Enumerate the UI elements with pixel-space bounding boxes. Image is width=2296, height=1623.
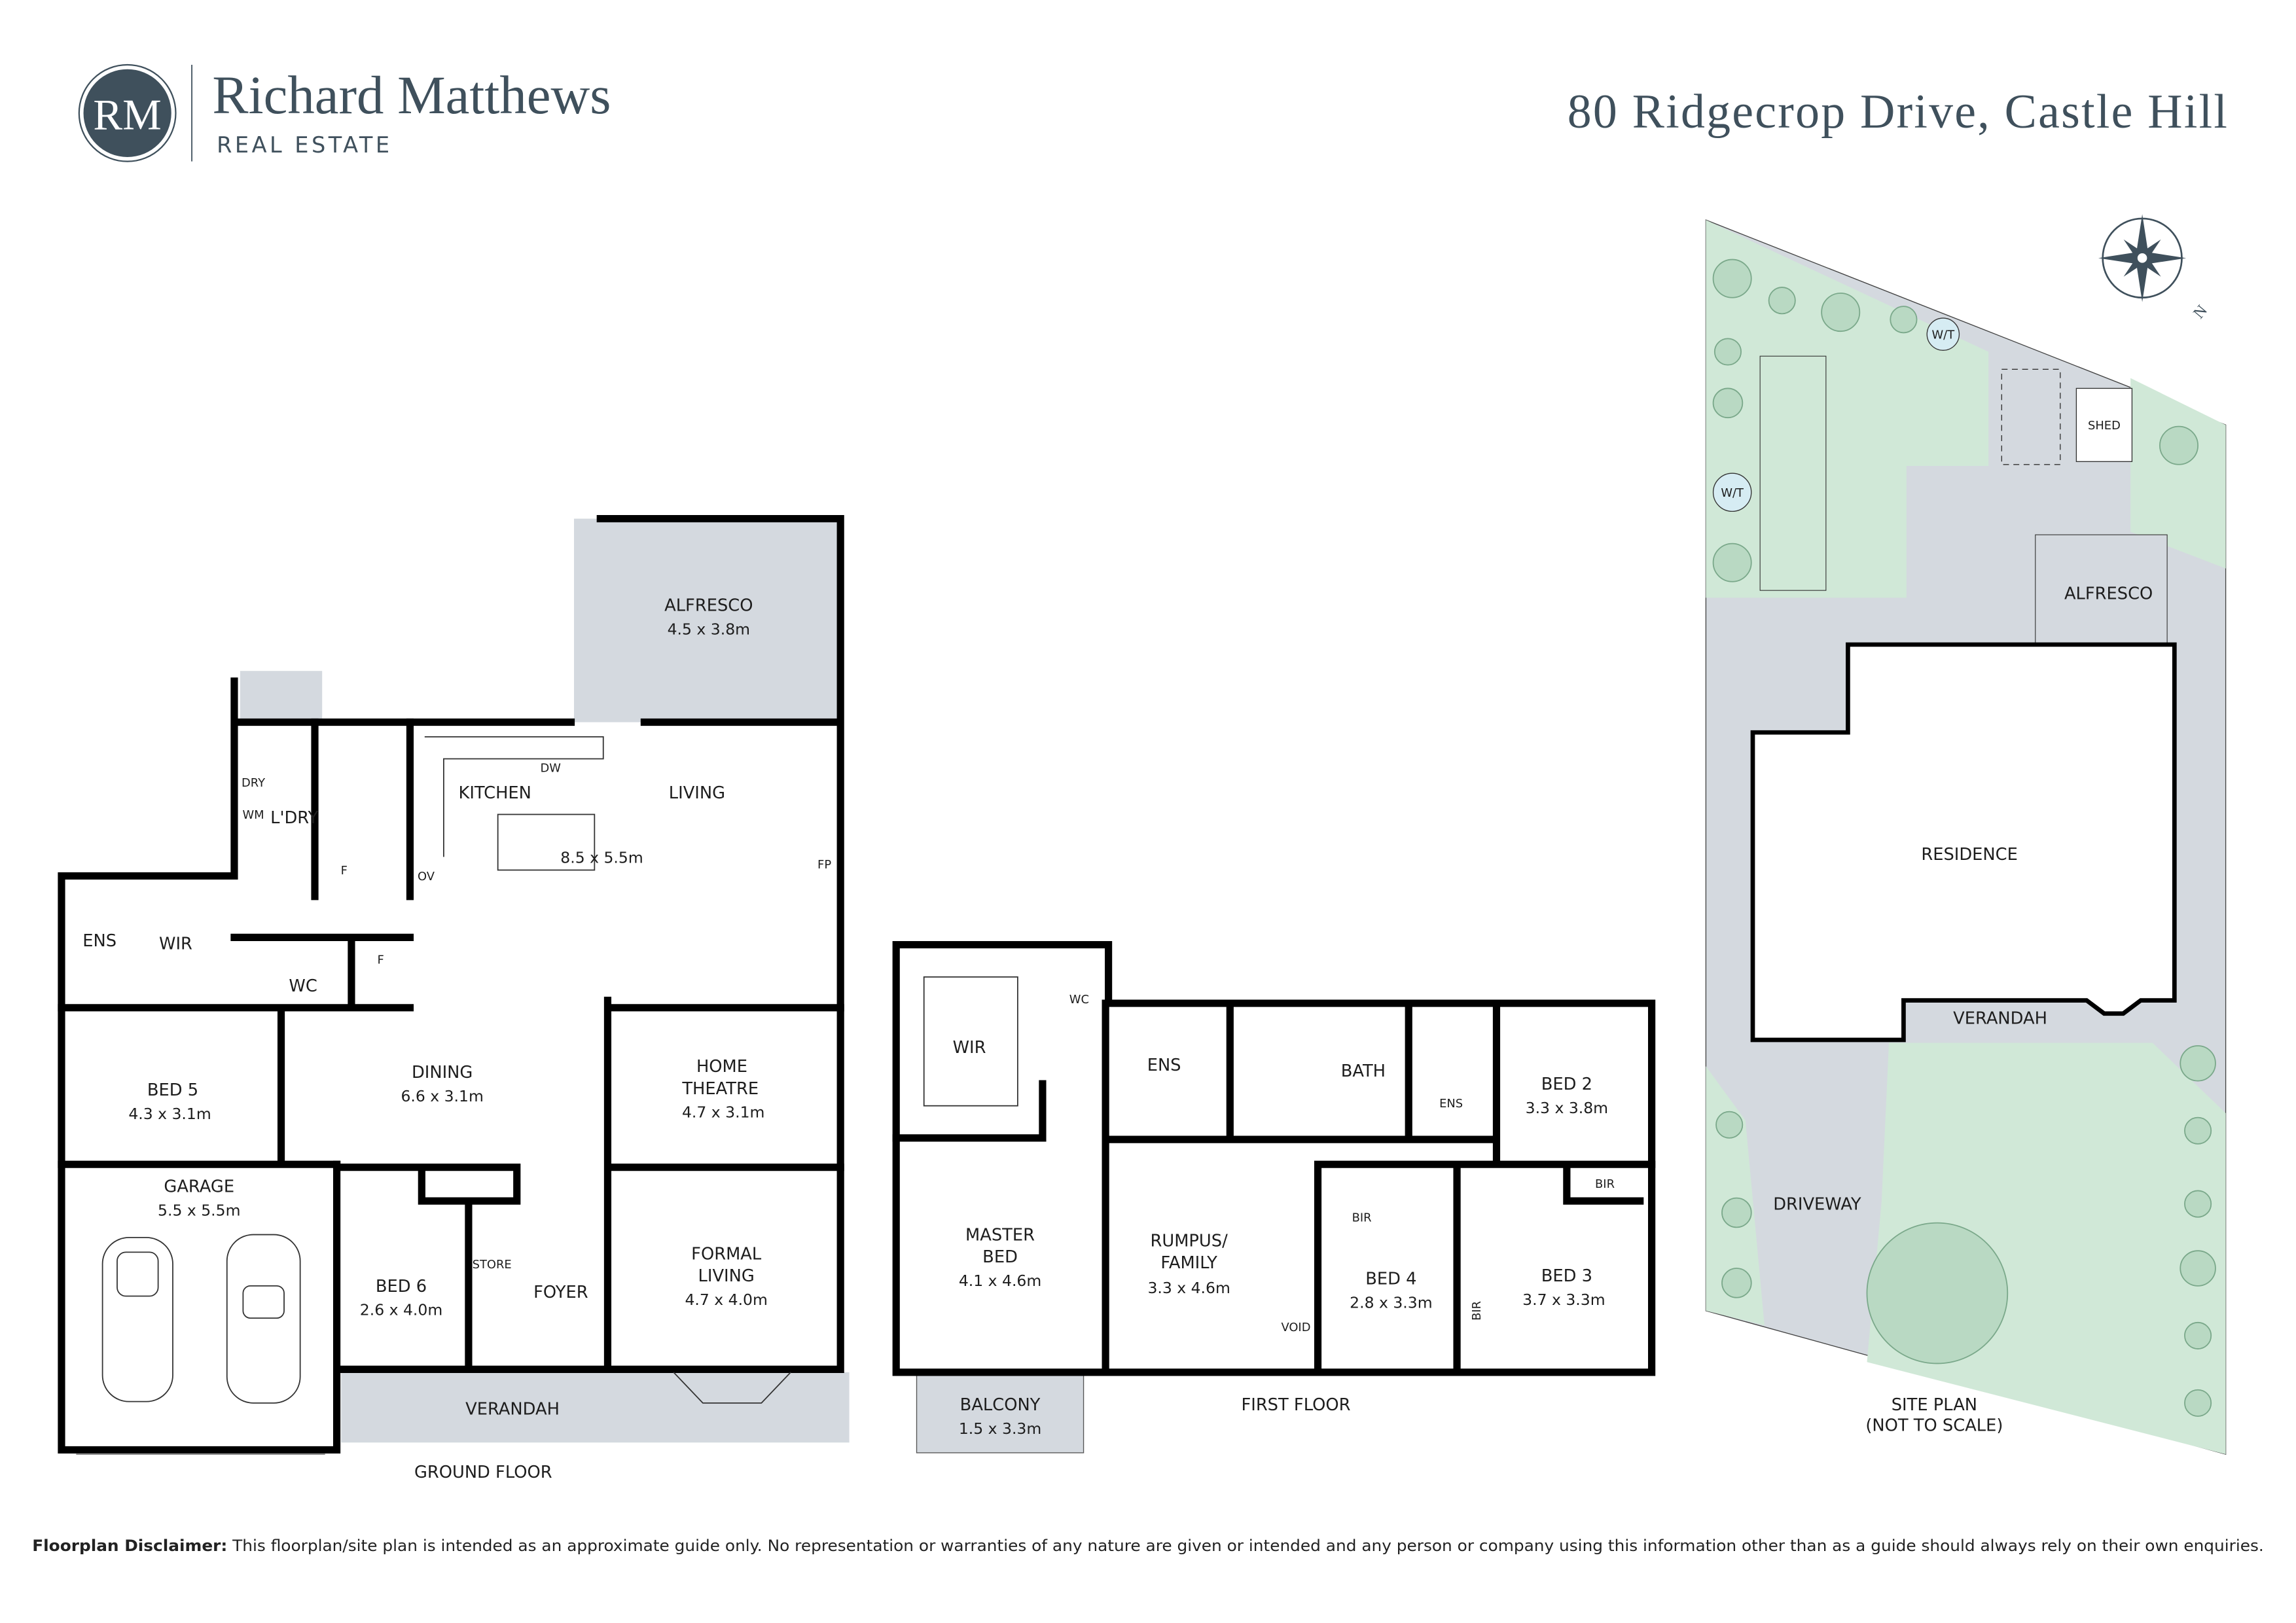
room-label: ENS xyxy=(1147,1056,1181,1075)
appliance-label: DW xyxy=(540,762,561,776)
room-label: BIR xyxy=(1595,1177,1615,1191)
floor-title: FIRST FLOOR xyxy=(1241,1395,1350,1415)
room-label: ALFRESCO xyxy=(664,596,753,615)
appliance-label: FP xyxy=(817,858,831,872)
tree-icon xyxy=(1712,259,2216,1417)
room-label: BED 4 xyxy=(1365,1270,1416,1289)
room-label: WIR xyxy=(953,1038,986,1058)
room-size: 4.1 x 4.6m xyxy=(959,1272,1041,1290)
car-icon xyxy=(226,1234,301,1404)
room-label: BED 3 xyxy=(1541,1266,1592,1286)
room-label: WC xyxy=(289,976,317,996)
room-label: VOID xyxy=(1281,1321,1310,1334)
site-label: SHED xyxy=(2088,419,2121,433)
room-size: 1.5 x 3.3m xyxy=(959,1419,1041,1438)
room-label: MASTER xyxy=(965,1226,1035,1245)
room-label: WIR xyxy=(159,934,192,954)
room-label: BED 2 xyxy=(1541,1075,1592,1094)
room-label: RUMPUS/ xyxy=(1151,1231,1229,1251)
header: RM Richard Matthews REAL ESTATE 80 Ridge… xyxy=(78,63,2229,162)
first-floor-plan: WIR WC ENS BATH ENS BED 2 3.3 x 3.8m BIR… xyxy=(892,940,1656,1454)
room-label: FAMILY xyxy=(1160,1253,1217,1273)
room-label: BIR xyxy=(1352,1211,1372,1224)
appliance-label: DRY xyxy=(242,776,265,790)
water-tank: W/T xyxy=(1712,473,1752,512)
site-plan-note: (NOT TO SCALE) xyxy=(1865,1416,2003,1435)
room-label: BED 6 xyxy=(376,1277,427,1296)
room-label: FORMAL xyxy=(691,1245,762,1264)
brand-name: Richard Matthews xyxy=(212,65,611,125)
room-size: 3.7 x 3.3m xyxy=(1522,1291,1605,1309)
room-label: L'DRY xyxy=(270,808,318,828)
room-label: LIVING xyxy=(698,1266,755,1286)
room-label: KITCHEN xyxy=(458,783,531,803)
room-label: FOYER xyxy=(533,1283,588,1302)
residence-outline xyxy=(1750,642,2177,1043)
ground-floor-plan: ALFRESCO 4.5 x 3.8m DW KITCHEN LIVING 8.… xyxy=(58,514,850,1482)
compass-rose-icon xyxy=(2098,214,2187,302)
logo-monogram: RM xyxy=(93,90,161,139)
room-label: GARAGE xyxy=(164,1177,234,1197)
appliance-label: OV xyxy=(418,870,435,883)
room-label: WC xyxy=(1069,993,1089,1007)
water-tank: W/T xyxy=(1926,317,1960,351)
room-size: 4.7 x 4.0m xyxy=(685,1291,767,1309)
room-label: BALCONY xyxy=(960,1395,1041,1415)
site-label: ALFRESCO xyxy=(2064,584,2153,604)
room-label: DINING xyxy=(412,1063,473,1082)
room-size: 2.8 x 3.3m xyxy=(1350,1293,1432,1311)
room-size: 4.7 x 3.1m xyxy=(682,1103,764,1122)
site-plan-title: SITE PLAN xyxy=(1892,1395,1977,1415)
brand-subtitle: REAL ESTATE xyxy=(217,132,392,158)
room-label: BED xyxy=(982,1247,1018,1267)
site-label: DRIVEWAY xyxy=(1773,1195,1861,1215)
appliance-label: WM xyxy=(242,808,264,822)
room-size: 4.3 x 3.1m xyxy=(128,1105,211,1123)
room-label: LIVING xyxy=(669,783,725,803)
room-label: STORE xyxy=(473,1258,512,1272)
room-label: HOME xyxy=(696,1057,747,1077)
appliance-label: F xyxy=(378,954,384,967)
disclaimer: Floorplan Disclaimer: This floorplan/sit… xyxy=(32,1537,2264,1555)
property-address: 80 Ridgecrop Drive, Castle Hill xyxy=(1568,84,2229,138)
room-size: 2.6 x 4.0m xyxy=(360,1301,442,1319)
water-tank-label: W/T xyxy=(1932,328,1955,342)
floor-title: GROUND FLOOR xyxy=(414,1463,552,1482)
car-icon xyxy=(101,1237,173,1402)
room-size: 4.5 x 3.8m xyxy=(668,620,750,638)
room-label: THEATRE xyxy=(681,1079,759,1099)
site-label: VERANDAH xyxy=(1953,1008,2047,1028)
appliance-label: F xyxy=(341,864,348,878)
disclaimer-label: Floorplan Disclaimer: xyxy=(32,1537,227,1555)
room-label: BED 5 xyxy=(147,1080,198,1100)
room-size: 8.5 x 5.5m xyxy=(560,848,643,866)
room-size: 3.3 x 3.8m xyxy=(1526,1099,1608,1117)
room-size: 6.6 x 3.1m xyxy=(401,1087,483,1105)
room-label: ENS xyxy=(1439,1097,1463,1111)
water-tank-label: W/T xyxy=(1721,486,1744,500)
room-label: BIR xyxy=(1470,1301,1484,1321)
room-label: ENS xyxy=(82,931,117,951)
room-size: 5.5 x 5.5m xyxy=(158,1201,240,1219)
disclaimer-text: This floorplan/site plan is intended as … xyxy=(227,1537,2264,1555)
room-size: 3.3 x 4.6m xyxy=(1147,1279,1230,1297)
room-label: BATH xyxy=(1341,1061,1386,1081)
site-label: RESIDENCE xyxy=(1921,845,2018,865)
room-label: VERANDAH xyxy=(465,1400,560,1419)
logo: RM xyxy=(78,63,177,162)
shed xyxy=(2075,387,2133,462)
north-indicator: N xyxy=(2190,302,2211,322)
site-plan: W/T W/T N RESIDENCE ALFRESCO SHED VERAND… xyxy=(1705,214,2227,1455)
